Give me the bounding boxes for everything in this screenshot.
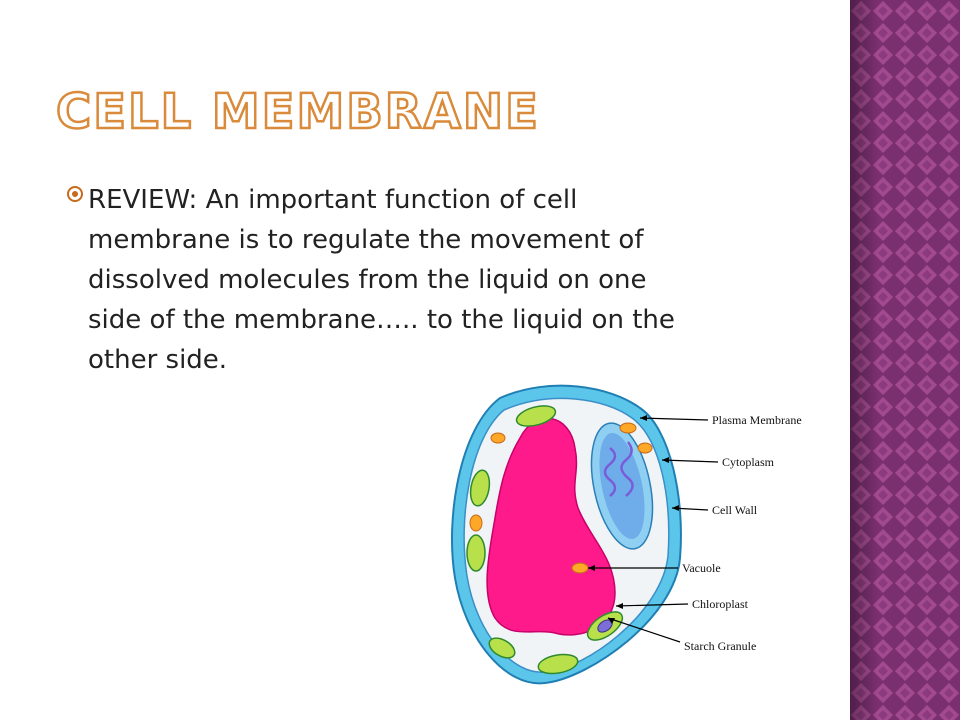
label-cytoplasm: Cytoplasm [722, 455, 775, 469]
label-cell-wall: Cell Wall [712, 503, 758, 517]
slide-title: Cell Membrane [55, 84, 540, 140]
decorative-sidebar [850, 0, 960, 720]
bullet-item: REVIEW: An important function of cell me… [64, 180, 824, 380]
label-starch-granule: Starch Granule [684, 639, 756, 653]
bullet-circle-icon [67, 186, 83, 202]
bullet-text: REVIEW: An important function of cell me… [88, 185, 675, 375]
plant-cell-diagram: Plasma Membrane Cytoplasm Cell Wall Vacu… [451, 384, 802, 685]
label-plasma-membrane: Plasma Membrane [712, 413, 802, 427]
label-vacuole: Vacuole [682, 561, 721, 575]
label-chloroplast: Chloroplast [692, 597, 749, 611]
